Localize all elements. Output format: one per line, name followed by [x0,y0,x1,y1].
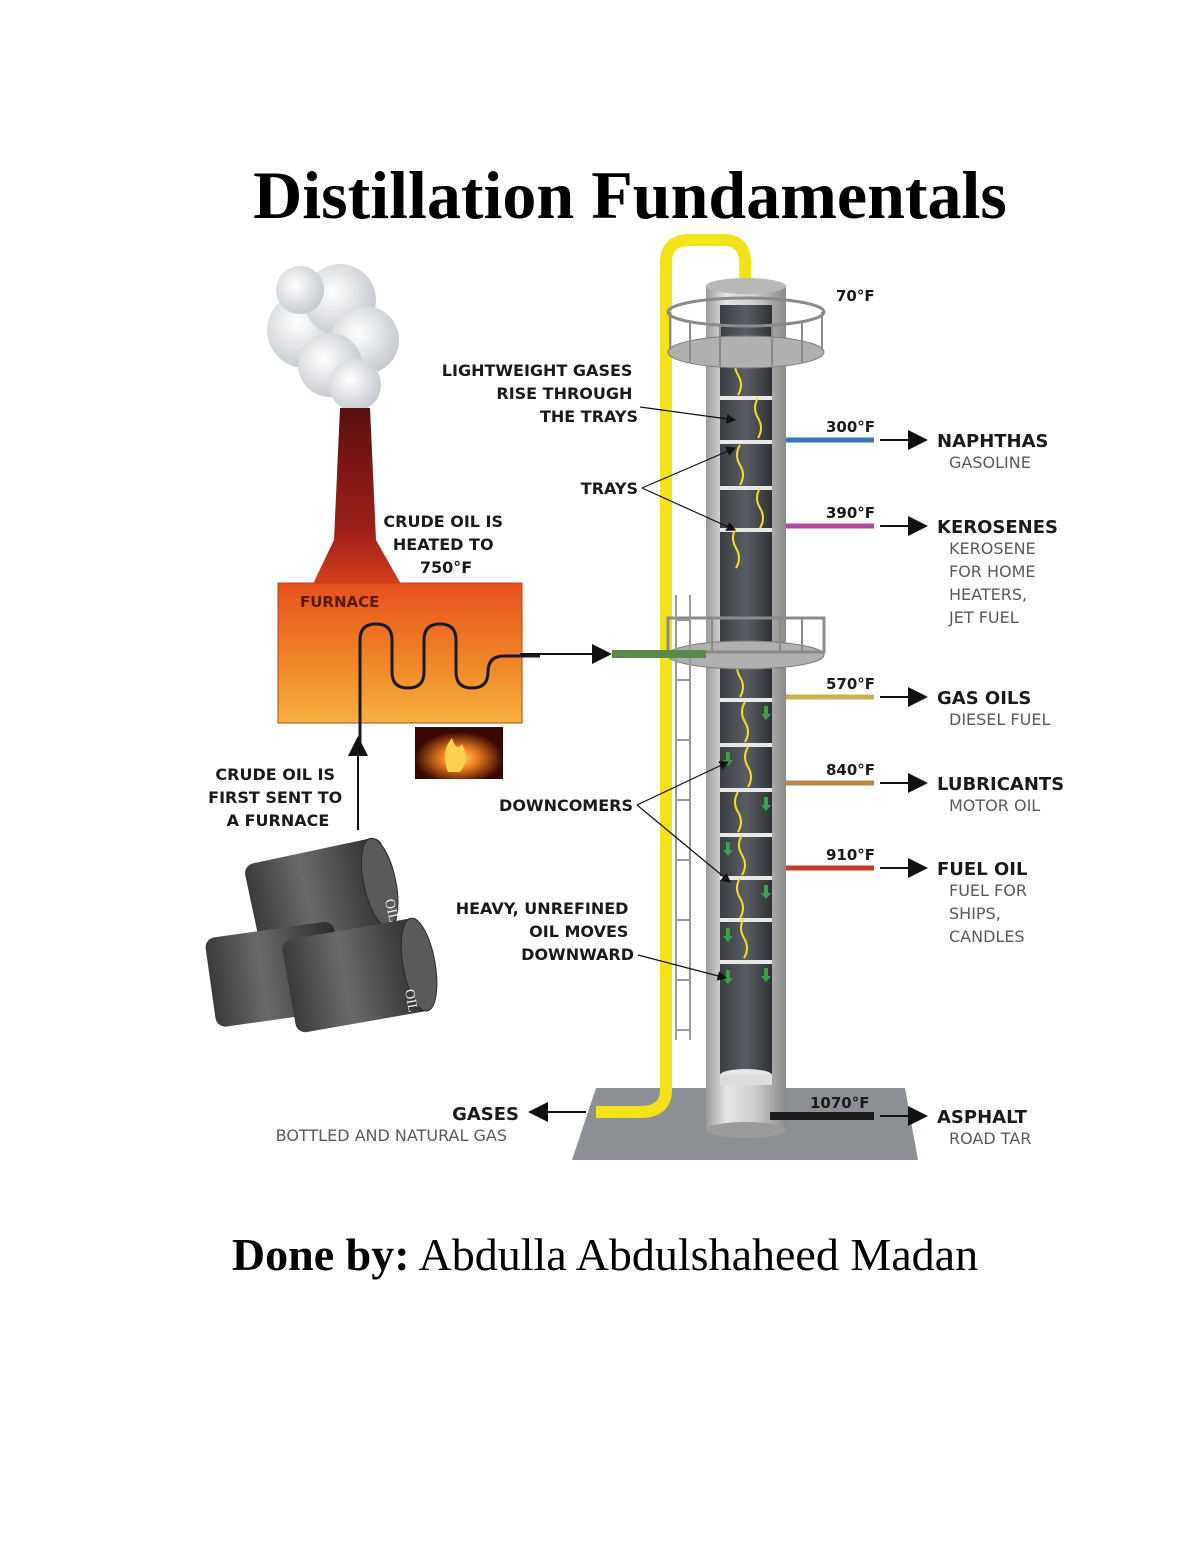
author-name: Abdulla Abdulshaheed Madan [418,1229,979,1280]
heated-label: CRUDE OIL IS HEATED TO 750°F [383,512,508,577]
output-desc: DIESEL FUEL [949,710,1050,729]
furnace [277,582,540,779]
output-desc: MOTOR OIL [949,796,1040,815]
output-name: ASPHALT [937,1107,1028,1128]
output-name: KEROSENES [937,517,1058,538]
author-line: Done by: Abdulla Abdulshaheed Madan [0,1225,1200,1285]
gases-name: GASES [452,1104,519,1125]
trays-leader-1 [641,446,737,489]
output-desc: FOR HOME [949,562,1036,581]
top-platform [666,296,826,369]
output-desc: GASOLINE [949,453,1031,472]
heavy-oil-leader [637,954,728,981]
gas-pipe [596,234,751,1118]
ladder [675,595,691,1040]
output-temp: 1070°F [810,1094,870,1112]
middle-platform [666,616,826,670]
barrel-label-bottom: OIL [401,988,420,1014]
output-name: NAPHTHAS [937,431,1049,452]
trays-label: TRAYS [581,479,638,498]
output-desc: CANDLES [949,927,1025,946]
rising-vapor [732,354,764,959]
trays-leader-2 [641,487,737,531]
lightweight-gases-label: LIGHTWEIGHT GASES RISE THROUGH THE TRAYS [442,361,638,426]
smoke-cloud [267,264,399,411]
oil-barrels: OIL OIL [205,837,438,1033]
downcomers-leader-1 [636,761,730,806]
output-desc: JET FUEL [948,608,1019,627]
output-desc: HEATERS, [949,585,1027,604]
downcomers-label: DOWNCOMERS [499,796,633,815]
downcomers-leader-2 [636,804,731,883]
output-desc: SHIPS, [949,904,1001,923]
chimney [312,408,402,586]
author-prefix: Done by: [231,1229,410,1280]
heavy-oil-label: HEAVY, UNREFINED OIL MOVES DOWNWARD [456,899,634,964]
page-title: Distillation Fundamentals [253,157,1007,233]
lightweight-leader [639,406,737,424]
output-name: FUEL OIL [937,859,1027,880]
gases-desc: BOTTLED AND NATURAL GAS [276,1126,507,1145]
barrel-label-top: OIL [381,898,401,924]
output-desc: KEROSENE [949,539,1036,558]
output-temp: 300°F [826,418,875,436]
output-name: GAS OILS [937,688,1031,709]
output-temp: 910°F [826,846,875,864]
output-temp: 840°F [826,761,875,779]
output-name: LUBRICANTS [937,774,1064,795]
output-temp: 570°F [826,675,875,693]
first-sent-label: CRUDE OIL IS FIRST SENT TO A FURNACE [208,765,348,830]
top-temp: 70°F [836,287,875,305]
output-desc: FUEL FOR [949,881,1027,900]
output-temp: 390°F [826,504,875,522]
output-desc: ROAD TAR [949,1129,1031,1148]
furnace-label: FURNACE [300,593,379,611]
